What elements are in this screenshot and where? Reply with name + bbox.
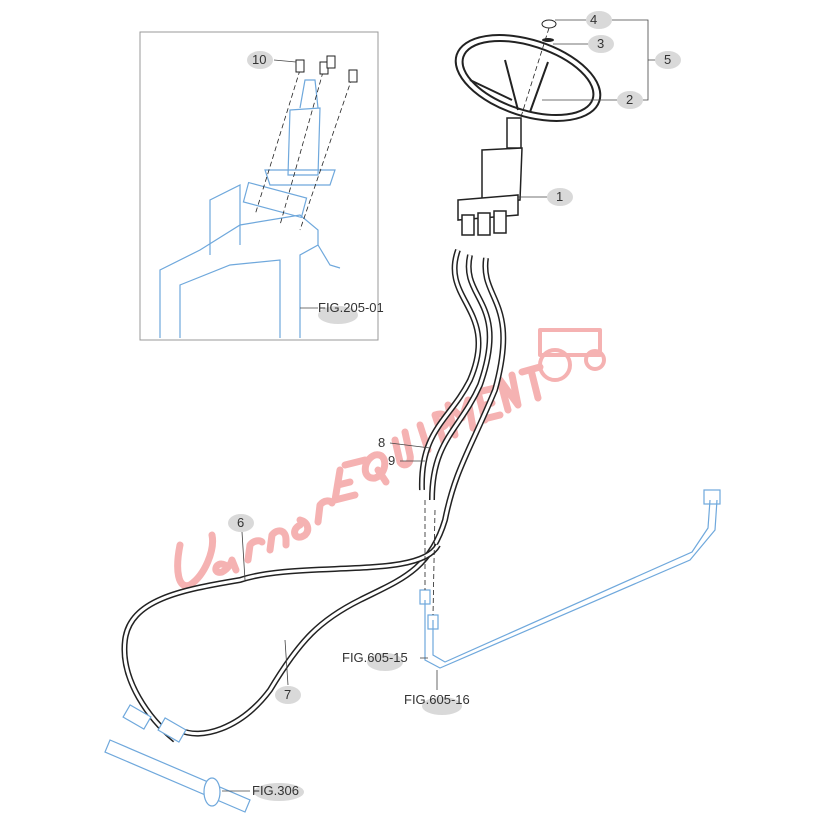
- steering-cylinder: [104, 704, 251, 813]
- lower-pipes: [419, 489, 721, 669]
- callout-4[interactable]: 4: [586, 11, 612, 29]
- nut: [542, 38, 554, 42]
- callout-9[interactable]: 9: [388, 453, 396, 468]
- callout-8[interactable]: 8: [378, 435, 386, 450]
- horn-cap: [541, 19, 557, 29]
- ref-fig-605-15[interactable]: FIG.605-15: [342, 650, 408, 671]
- hoses-upper-inner: [179, 249, 505, 736]
- inset-column-bracket: [159, 79, 341, 338]
- callout-1[interactable]: 1: [547, 188, 573, 206]
- callout-10[interactable]: 10: [247, 51, 273, 69]
- ref-fig-605-16[interactable]: FIG.605-16: [404, 692, 470, 715]
- inset-bolt-lines: [254, 69, 353, 231]
- ref-fig-306[interactable]: FIG.306: [252, 783, 304, 801]
- ref-fig-205-01[interactable]: FIG.205-01: [318, 300, 384, 324]
- steering-wheel: [454, 34, 602, 122]
- callout-7[interactable]: 7: [275, 686, 301, 704]
- steering-unit: [457, 117, 523, 236]
- callout-5[interactable]: 5: [655, 51, 681, 69]
- inset-bolts: [295, 55, 358, 83]
- inset-frame: [139, 31, 379, 341]
- hose-6: [121, 543, 441, 743]
- callout-3[interactable]: 3: [588, 35, 614, 53]
- leader-lines: [222, 19, 658, 792]
- callout-2[interactable]: 2: [617, 91, 643, 109]
- callout-6[interactable]: 6: [228, 514, 254, 532]
